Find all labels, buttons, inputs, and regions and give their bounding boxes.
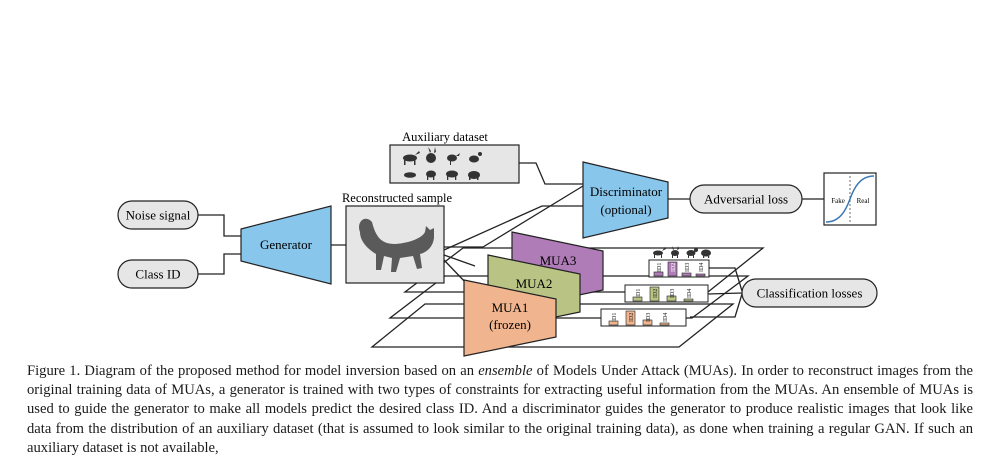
svg-text:ID4: ID4: [699, 263, 705, 272]
mua1-block: [463, 279, 557, 357]
mua1-sublabel: (frozen): [489, 317, 531, 332]
svg-text:ID1: ID1: [612, 313, 618, 322]
svg-text:ID3: ID3: [670, 289, 676, 298]
classification-losses-label: Classification losses: [757, 286, 863, 301]
caption-suffix: of Models Under Attack (MUAs). In order …: [27, 363, 973, 456]
figure-caption: Figure 1. Diagram of the proposed method…: [27, 362, 973, 458]
mua3-label: MUA3: [540, 253, 577, 268]
class-animal-icons: [653, 246, 711, 258]
class-id-box: [117, 259, 199, 289]
mua2-label: MUA2: [516, 276, 553, 291]
reconstructed-sample-label: Reconstructed sample: [342, 191, 452, 205]
classification-losses-box: [741, 278, 878, 308]
aux-dataset-label: Auxiliary dataset: [402, 130, 488, 144]
mua1-output-bars: ID1 ID2 ID3 ID4: [600, 308, 687, 327]
animal-silhouettes-icon: [403, 147, 482, 180]
generator-label: Generator: [260, 237, 313, 252]
discriminator-label-line1: Discriminator: [590, 184, 663, 199]
svg-text:ID1: ID1: [636, 289, 642, 298]
mua2-output-bars: ID1 ID2 ID3 ID4: [624, 284, 709, 303]
generator-block: [240, 205, 332, 285]
svg-text:ID1: ID1: [657, 263, 663, 272]
adversarial-loss-box: [689, 184, 803, 214]
noise-signal-box: [117, 200, 199, 230]
svg-text:ID2: ID2: [629, 313, 635, 322]
caption-emphasis: ensemble: [478, 363, 533, 379]
method-diagram: Noise signal Class ID Generator Auxiliar…: [117, 130, 878, 357]
class-id-label: Class ID: [135, 267, 180, 282]
cat-image-icon: [359, 218, 434, 272]
svg-text:ID3: ID3: [646, 313, 652, 322]
svg-text:ID2: ID2: [671, 263, 677, 272]
discriminator-block: [582, 161, 669, 239]
svg-text:ID4: ID4: [663, 313, 669, 322]
real-label: Real: [857, 197, 870, 205]
discriminator-label-line2: (optional): [600, 202, 651, 217]
mua3-output-bars: ID1 ID2 ID3 ID4: [648, 259, 710, 278]
fake-label: Fake: [831, 197, 845, 205]
svg-text:ID2: ID2: [653, 289, 659, 298]
adversarial-loss-label: Adversarial loss: [704, 192, 788, 207]
mua1-label: MUA1: [492, 300, 529, 315]
caption-prefix: Figure 1. Diagram of the proposed method…: [27, 363, 479, 379]
svg-text:ID4: ID4: [687, 289, 693, 298]
noise-signal-label: Noise signal: [126, 208, 191, 223]
svg-text:ID3: ID3: [685, 263, 691, 272]
